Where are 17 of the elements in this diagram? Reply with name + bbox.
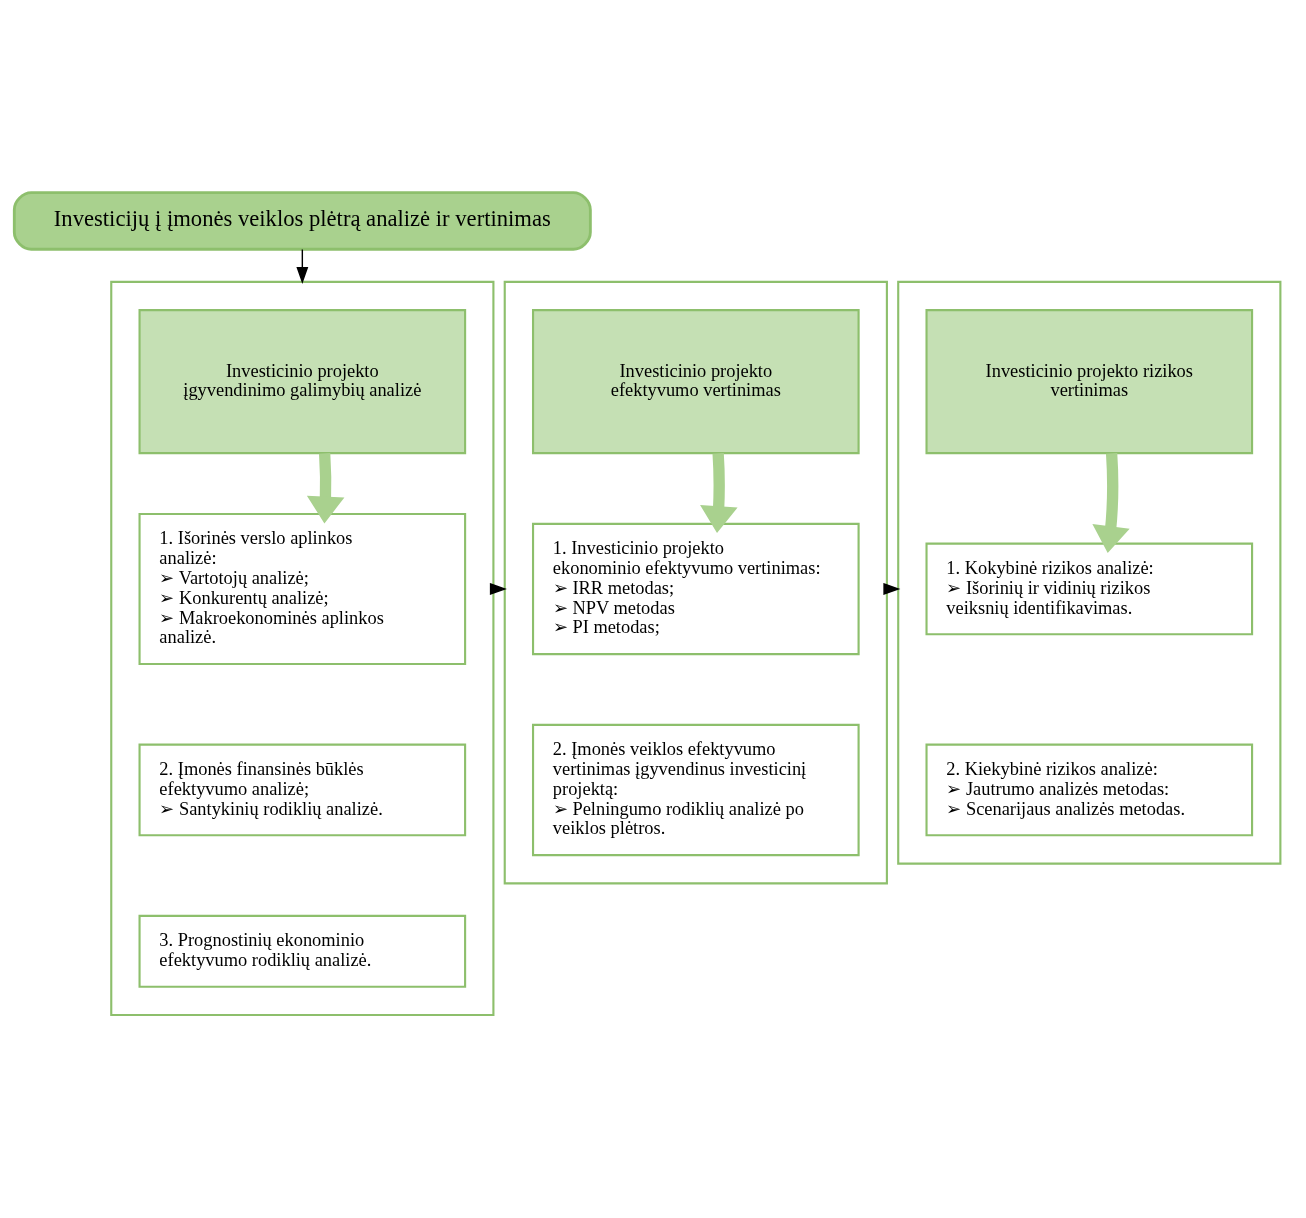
node-box: 1. Išorinės verslo aplinkos analizė: ➢ Vartotojų analizė; ➢ Konkurentų analizė; ➢ Makroekonominės aplinkos analizė. bbox=[138, 512, 467, 665]
node-box: Investicinio projekto įgyvendinimo galimybių analizė bbox=[138, 308, 467, 454]
node-box: 1. Investicinio projekto ekonominio efektyvumo vertinimas: ➢ IRR metodas; ➢ NPV metodas ➢ PI metodas; bbox=[532, 522, 860, 655]
cluster bbox=[110, 280, 495, 1016]
arrow bbox=[306, 452, 345, 523]
node-box: 2. Įmonės finansinės būklės efektyvumo analizė; ➢ Santykinių rodiklių analizė. bbox=[138, 743, 467, 836]
arrow bbox=[1092, 452, 1130, 553]
node-box: 3. Prognostinių ekonominio efektyvumo rodiklių analizė. bbox=[138, 914, 467, 988]
node-box: Investicijų į įmonės veiklos plėtrą analizė ir vertinimas bbox=[12, 190, 592, 251]
node-box: 1. Kokybinė rizikos analizė: ➢ Išorinių ir vidinių rizikos veiksnių identifikavimas. bbox=[925, 542, 1254, 635]
cluster bbox=[503, 280, 888, 884]
node-box: Investicinio projekto efektyvumo vertinimas bbox=[532, 308, 860, 454]
arrow bbox=[700, 452, 738, 533]
node-box: 2. Įmonės veiklos efektyvumo vertinimas įgyvendinus investicinį projektą: ➢ Pelningumo rodiklių analizė po veiklos plėtros. bbox=[532, 723, 860, 856]
cluster bbox=[897, 280, 1282, 865]
node-box: Investicinio projekto rizikos vertinimas bbox=[925, 308, 1254, 454]
node-box: 2. Kiekybinė rizikos analizė: ➢ Jautrumo analizės metodas: ➢ Scenarijaus analizės metodas. bbox=[925, 743, 1254, 836]
